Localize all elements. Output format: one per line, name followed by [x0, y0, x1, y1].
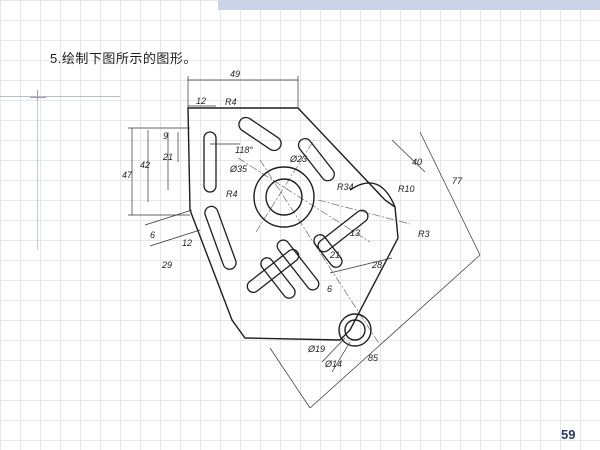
dim-label-14: R4 [226, 189, 238, 199]
dim-label-22: 6 [327, 284, 332, 294]
dim-label-24: Ø14 [324, 359, 342, 369]
large-hole-inner [265, 178, 303, 216]
dim-label-9: Ø23 [289, 154, 307, 164]
large-boss-outer [253, 166, 315, 228]
dim-label-0: 49 [230, 69, 240, 79]
right-upper-slot [297, 137, 335, 182]
page-number: 59 [561, 427, 576, 442]
part-outline [187, 107, 399, 341]
dim-label-20: 28 [371, 260, 382, 270]
small-boss-outer [338, 313, 372, 347]
dim-label-25: 85 [368, 353, 379, 363]
dim-label-18: 13 [350, 228, 360, 238]
dim-label-19: 21 [329, 250, 340, 260]
center-lines [237, 139, 411, 346]
dim-label-1: 12 [196, 96, 206, 106]
dim-label-17: 29 [161, 260, 172, 270]
dim-label-5: 42 [140, 160, 150, 170]
crosshair-mark-h [30, 97, 46, 98]
dim-label-23: Ø19 [307, 344, 325, 354]
dim-label-16: 12 [182, 238, 192, 248]
dim-label-6: 47 [122, 170, 133, 180]
top-decoration-band [218, 0, 600, 10]
left-vertical-rule [37, 100, 38, 250]
lower-tee-slot-long [246, 248, 300, 294]
dim-label-8: Ø35 [229, 164, 248, 174]
center-slot [276, 239, 320, 291]
cross-slot-short [313, 234, 343, 268]
slot-features [203, 116, 369, 299]
dim-label-12: 40 [412, 157, 422, 167]
left-horizontal-rule [0, 96, 120, 97]
dim-label-10: R34 [337, 182, 354, 192]
vertical-slot [203, 131, 217, 193]
upper-slot [238, 116, 282, 152]
exercise-heading: 5.绘制下图所示的图形。 [50, 51, 197, 66]
dim-label-7: 118° [235, 145, 253, 155]
dim-label-15: 6 [150, 230, 155, 240]
lower-tee-slot-short [260, 257, 296, 299]
left-angled-slot [204, 205, 237, 270]
dim-label-4: 21 [162, 152, 173, 162]
dim-label-21: R3 [418, 229, 430, 239]
dim-label-3: 9 [163, 131, 168, 141]
dimension-lines [128, 76, 481, 409]
dim-label-2: R4 [225, 97, 237, 107]
cross-slot-long [317, 209, 369, 253]
hole-features [253, 166, 372, 347]
dim-label-13: 77 [452, 176, 463, 186]
dim-label-11: R10 [398, 184, 415, 194]
dimension-labels: 49 12 R4 9 21 42 47 118° Ø35 Ø23 R34 R10… [122, 69, 463, 369]
small-hole-inner [344, 319, 366, 341]
crosshair-mark-v [37, 90, 38, 106]
